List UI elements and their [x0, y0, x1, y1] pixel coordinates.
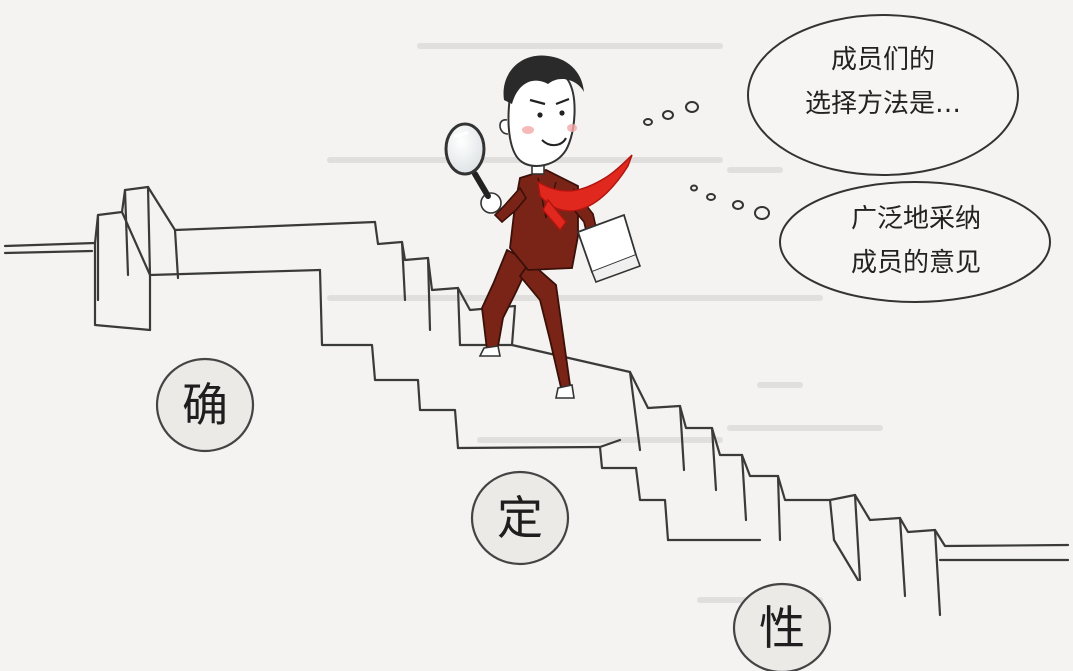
businessman-figure — [444, 55, 642, 399]
label-char-xing: 性 — [759, 601, 805, 655]
thought-bubbles — [643, 14, 1051, 303]
thought-bubble-1-line-1: 成员们的 — [830, 45, 935, 75]
faded-background-text — [327, 43, 883, 603]
thought-bubble-2-line-1: 广泛地采纳 — [850, 204, 981, 234]
thought-bubble-2-line-2: 成员的意见 — [850, 248, 981, 278]
label-circles — [155, 357, 832, 671]
thought-bubble-2: 广泛地采纳 成员的意见 — [785, 197, 1047, 285]
thought-bubble-1-line-2: 选择方法是… — [804, 89, 961, 119]
thought-bubble-1: 成员们的 选择方法是… — [745, 38, 1021, 126]
staircase — [3, 185, 1070, 617]
label-char-que: 确 — [182, 378, 228, 432]
label-char-ding: 定 — [497, 491, 543, 545]
